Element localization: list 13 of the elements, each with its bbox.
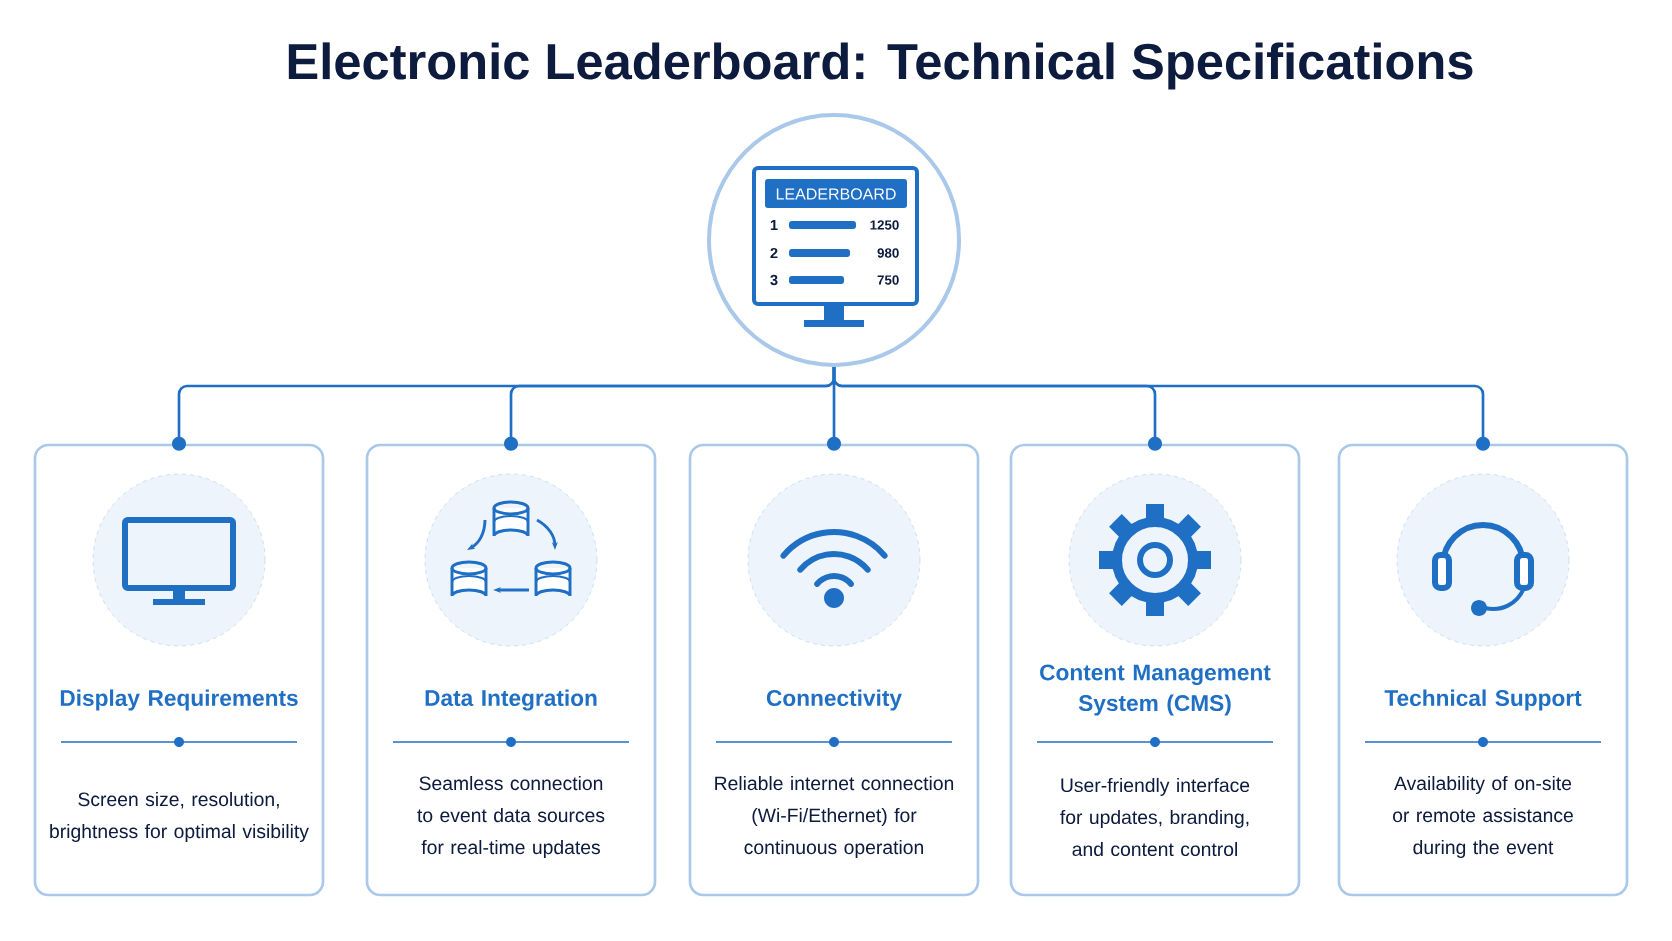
card-heading: Technical Support <box>1384 689 1582 711</box>
leaderboard-monitor-drawing: LEADERBOARD 1 1250 2 980 3 750 <box>707 113 961 367</box>
connector <box>832 367 1490 451</box>
card-description: Availability of on-site or remote assistance during the event <box>1393 776 1573 858</box>
card-description: User-friendly interface for updates, branding, and content control <box>1060 777 1250 857</box>
title: Electronic Leaderboard: Technical Specifications <box>288 42 1473 90</box>
card-heading: Content Management System (CMS) <box>1040 664 1271 716</box>
card-heading: Display Requirements <box>60 689 298 711</box>
card-description: Screen size, resolution, brightness for optimal visibility <box>50 792 309 842</box>
card-description: Seamless connection to event data sources for real-time updates <box>417 776 605 858</box>
card-description: Reliable internet connection (Wi-Fi/Ethernet) for continuous operation <box>715 776 954 858</box>
card-heading: Data Integration <box>425 689 597 711</box>
card-heading: Connectivity <box>766 689 902 711</box>
